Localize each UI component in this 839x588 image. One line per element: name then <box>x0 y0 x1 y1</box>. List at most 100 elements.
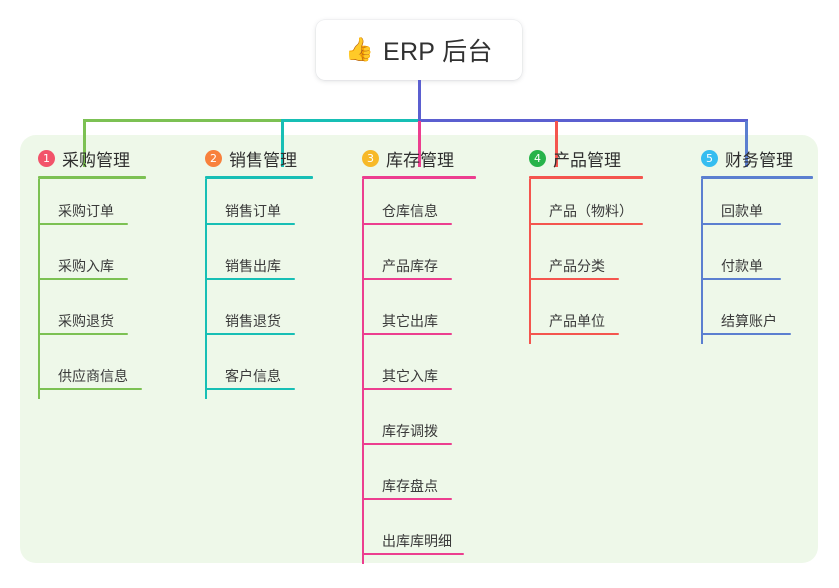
column-title: 财务管理 <box>725 150 793 170</box>
list-item-rule <box>701 333 791 335</box>
list-item-label: 其它出库 <box>382 313 438 329</box>
list-item-label: 仓库信息 <box>382 203 438 219</box>
content-panel <box>20 135 818 563</box>
column-1: 1 采购管理采购订单采购入库采购退货供应商信息 <box>38 146 146 399</box>
number-badge-icon: 3 <box>362 149 379 167</box>
list-item-label: 销售出库 <box>225 258 281 274</box>
list-item-label: 出库库明细 <box>382 533 452 549</box>
connector-drop-2 <box>281 121 284 167</box>
list-item[interactable]: 其它出库 <box>362 289 476 344</box>
list-item[interactable]: 销售订单 <box>205 179 313 234</box>
list-item-label: 采购入库 <box>58 258 114 274</box>
list-item[interactable]: 销售退货 <box>205 289 313 344</box>
connector-drop-5 <box>745 121 748 167</box>
list-item-rule <box>362 223 452 225</box>
list-item[interactable]: 库存调拨 <box>362 399 476 454</box>
list-item-rule <box>362 278 452 280</box>
list-item[interactable]: 出库库明细 <box>362 509 476 564</box>
connector-drop-3 <box>418 121 421 167</box>
list-item[interactable]: 付款单 <box>701 234 813 289</box>
list-item-label: 产品分类 <box>549 258 605 274</box>
number-badge-icon: 1 <box>38 149 55 167</box>
column-header-5[interactable]: 5 财务管理 <box>701 146 813 170</box>
list-item-rule <box>205 333 295 335</box>
list-item-rule <box>701 223 781 225</box>
list-item-rule <box>38 333 128 335</box>
list-item[interactable]: 客户信息 <box>205 344 313 399</box>
column-items: 采购订单采购入库采购退货供应商信息 <box>38 179 146 399</box>
list-item-rule <box>205 278 295 280</box>
list-item-rule <box>38 223 128 225</box>
list-item-rule <box>362 498 452 500</box>
list-item-rule <box>362 388 452 390</box>
list-item-rule <box>38 278 128 280</box>
list-item-rule <box>205 388 295 390</box>
list-item[interactable]: 产品（物料） <box>529 179 643 234</box>
list-item-label: 产品（物料） <box>549 203 633 219</box>
thumbs-up-icon: 👍 <box>345 36 374 63</box>
column-items: 产品（物料） 产品分类产品单位 <box>529 179 643 344</box>
column-items: 仓库信息产品库存其它出库其它入库库存调拨库存盘点出库库明细 <box>362 179 476 564</box>
list-item-rule <box>362 553 464 555</box>
root-node[interactable]: 👍 ERP 后台 <box>316 20 522 80</box>
list-item[interactable]: 供应商信息 <box>38 344 146 399</box>
number-badge-icon: 5 <box>701 149 718 167</box>
connector-bar-teal <box>281 119 420 122</box>
list-item-label: 销售订单 <box>225 203 281 219</box>
list-item-label: 客户信息 <box>225 368 281 384</box>
column-spine <box>205 179 207 399</box>
column-2: 2 销售管理销售订单销售出库销售退货客户信息 <box>205 146 313 399</box>
column-title: 库存管理 <box>386 150 454 170</box>
column-title: 采购管理 <box>62 150 130 170</box>
list-item[interactable]: 产品单位 <box>529 289 643 344</box>
column-header-rule <box>362 176 476 179</box>
column-header-rule <box>205 176 313 179</box>
list-item-label: 采购订单 <box>58 203 114 219</box>
column-header-3[interactable]: 3 库存管理 <box>362 146 476 170</box>
list-item[interactable]: 其它入库 <box>362 344 476 399</box>
list-item[interactable]: 销售出库 <box>205 234 313 289</box>
list-item-label: 供应商信息 <box>58 368 128 384</box>
column-spine <box>38 179 40 399</box>
list-item[interactable]: 采购订单 <box>38 179 146 234</box>
root-node-title: ERP 后台 <box>382 38 493 66</box>
list-item-label: 付款单 <box>721 258 763 274</box>
connector-bar-blue <box>418 119 748 122</box>
list-item-rule <box>701 278 781 280</box>
column-header-1[interactable]: 1 采购管理 <box>38 146 146 170</box>
list-item-rule <box>38 388 142 390</box>
list-item-rule <box>529 333 619 335</box>
list-item-label: 采购退货 <box>58 313 114 329</box>
column-spine <box>362 179 364 564</box>
column-spine <box>529 179 531 344</box>
column-items: 回款单付款单结算账户 <box>701 179 813 344</box>
list-item-label: 结算账户 <box>721 313 777 329</box>
list-item[interactable]: 库存盘点 <box>362 454 476 509</box>
number-badge-icon: 2 <box>205 149 222 167</box>
list-item[interactable]: 产品分类 <box>529 234 643 289</box>
column-3: 3 库存管理仓库信息产品库存其它出库其它入库库存调拨库存盘点出库库明细 <box>362 146 476 564</box>
list-item[interactable]: 采购入库 <box>38 234 146 289</box>
list-item[interactable]: 仓库信息 <box>362 179 476 234</box>
connector-root-stem <box>418 80 421 121</box>
column-title: 产品管理 <box>553 150 621 170</box>
column-header-2[interactable]: 2 销售管理 <box>205 146 313 170</box>
connector-drop-4 <box>555 121 558 167</box>
column-header-rule <box>701 176 813 179</box>
list-item[interactable]: 结算账户 <box>701 289 813 344</box>
column-items: 销售订单销售出库销售退货客户信息 <box>205 179 313 399</box>
list-item[interactable]: 采购退货 <box>38 289 146 344</box>
connector-drop-1 <box>83 121 86 167</box>
column-title: 销售管理 <box>229 150 297 170</box>
list-item-label: 产品库存 <box>382 258 438 274</box>
column-header-rule <box>529 176 643 179</box>
list-item-label: 产品单位 <box>549 313 605 329</box>
list-item-rule <box>529 223 643 225</box>
list-item[interactable]: 回款单 <box>701 179 813 234</box>
column-header-rule <box>38 176 146 179</box>
list-item[interactable]: 产品库存 <box>362 234 476 289</box>
list-item-label: 其它入库 <box>382 368 438 384</box>
